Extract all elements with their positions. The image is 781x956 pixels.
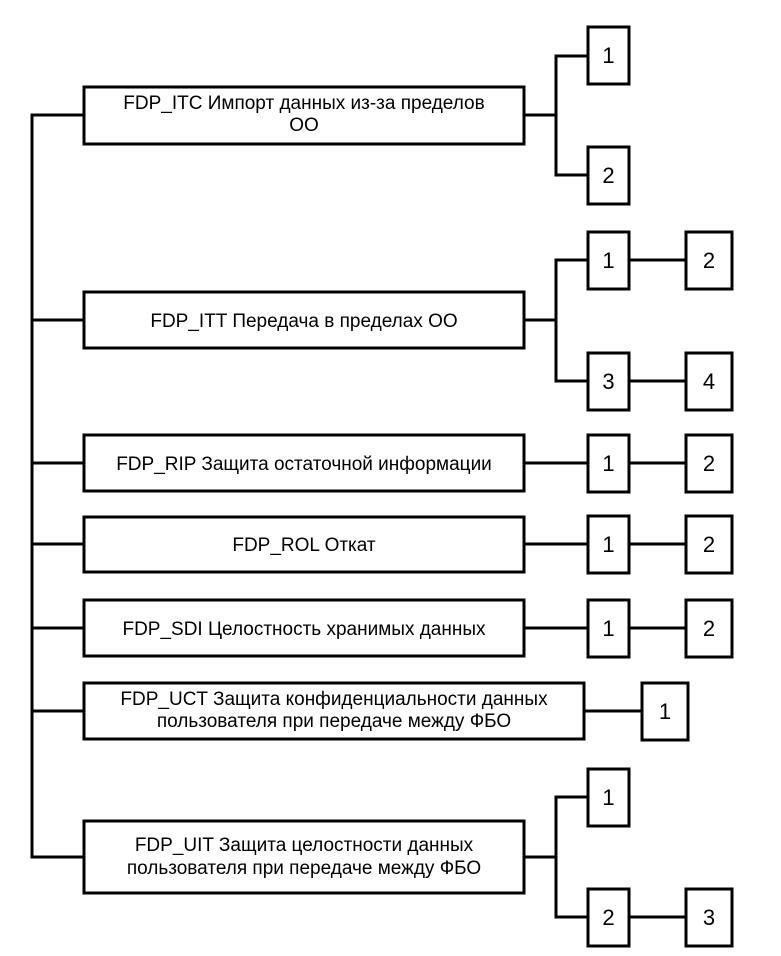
- fdp-uit-box: [82, 819, 526, 895]
- family-fdp-uct: FDP_UCT Защита конфиденциальности данных…: [82, 681, 690, 742]
- fdp-uit-component-3-label: 3: [703, 905, 715, 930]
- fdp-itt-component-4-label: 4: [703, 369, 715, 394]
- fdp-uit-component-2-label: 2: [602, 905, 614, 930]
- fdp-rip-component-2-label: 2: [703, 451, 715, 476]
- fdp-uit-component-2-box: [586, 887, 631, 948]
- fdp-sdi-box: [82, 598, 526, 658]
- fdp-itt-box: [82, 290, 526, 350]
- fdp-rip-label-line-1: FDP_RIP Защита остаточной информации: [116, 454, 492, 475]
- fdp-itt-component-3-label: 3: [602, 369, 614, 394]
- family-fdp-itt: FDP_ITT Передача в пределах ОО 1 2 3 4: [82, 230, 734, 412]
- fdp-itc-component-2-label: 2: [602, 163, 614, 188]
- fdp-sdi-component-1-box: [586, 598, 631, 659]
- fdp-itc-component-1-label: 1: [602, 43, 614, 68]
- fdp-uit-component-1-label: 1: [602, 785, 614, 810]
- fdp-uct-box: [82, 681, 586, 741]
- fdp-itc-connector: [522, 54, 590, 177]
- fdp-uit-component-3-box: [684, 887, 734, 948]
- fdp-itc-box: [82, 85, 526, 146]
- fdp-uit-connector: [522, 795, 688, 919]
- family-fdp-itc: FDP_ITC Импорт данных из-за пределов ОО …: [82, 25, 631, 206]
- fdp-itt-component-2-box: [684, 230, 734, 291]
- fdp-itc-label-line-1: FDP_ITC Импорт данных из-за пределов: [123, 93, 484, 114]
- fdp-itt-component-4-box: [684, 351, 734, 412]
- family-fdp-uit: FDP_UIT Защита целостности данных пользо…: [82, 767, 734, 948]
- fdp-rip-component-2-box: [684, 433, 734, 494]
- fdp-rol-box: [82, 515, 526, 574]
- fdp-rol-component-2-label: 2: [703, 532, 715, 557]
- fdp-itt-component-1-label: 1: [602, 248, 614, 273]
- fdp-sdi-component-2-label: 2: [703, 616, 715, 641]
- family-fdp-sdi: FDP_SDI Целостность хранимых данных 1 2: [82, 598, 734, 659]
- fdp-uct-label-line-1: FDP_UCT Защита конфиденциальности данных: [120, 689, 548, 710]
- fdp-itt-label-line-1: FDP_ITT Передача в пределах ОО: [150, 311, 457, 332]
- fdp-itc-component-1-box: [586, 25, 631, 86]
- fdp-itt-component-3-box: [586, 351, 631, 412]
- fdp-itt-component-2-label: 2: [703, 248, 715, 273]
- trunk-line: [30, 113, 86, 859]
- fdp-rol-component-2-box: [684, 514, 734, 575]
- fdp-uct-component-1-label: 1: [659, 699, 671, 724]
- fdp-sdi-component-2-box: [684, 598, 734, 659]
- fdp-uct-component-1-box: [640, 681, 690, 742]
- fdp-rol-label-line-1: FDP_ROL Откат: [232, 535, 376, 556]
- fdp-itc-label-line-2: ОО: [289, 115, 319, 136]
- fdp-rip-component-1-box: [586, 433, 631, 494]
- fdp-sdi-component-1-label: 1: [602, 616, 614, 641]
- fdp-itt-component-1-box: [586, 230, 631, 291]
- fdp-uit-label-line-1: FDP_UIT Защита целостности данных: [135, 835, 474, 856]
- fdp-rol-component-1-box: [586, 514, 631, 575]
- family-fdp-rol: FDP_ROL Откат 1 2: [82, 514, 734, 575]
- family-fdp-rip: FDP_RIP Защита остаточной информации 1 2: [82, 433, 734, 494]
- fdp-sdi-label-line-1: FDP_SDI Целостность хранимых данных: [122, 619, 486, 640]
- fdp-uct-label-line-2: пользователя при передаче между ФБО: [157, 711, 511, 732]
- fdp-rip-box: [82, 433, 526, 493]
- fdp-itt-connector: [522, 258, 688, 383]
- fdp-rip-component-1-label: 1: [602, 451, 614, 476]
- fdp-itc-component-2-box: [586, 145, 631, 206]
- fdp-uit-component-1-box: [586, 767, 631, 828]
- fdp-uit-label-line-2: пользователя при передаче между ФБО: [127, 858, 481, 879]
- fdp-rol-component-1-label: 1: [602, 532, 614, 557]
